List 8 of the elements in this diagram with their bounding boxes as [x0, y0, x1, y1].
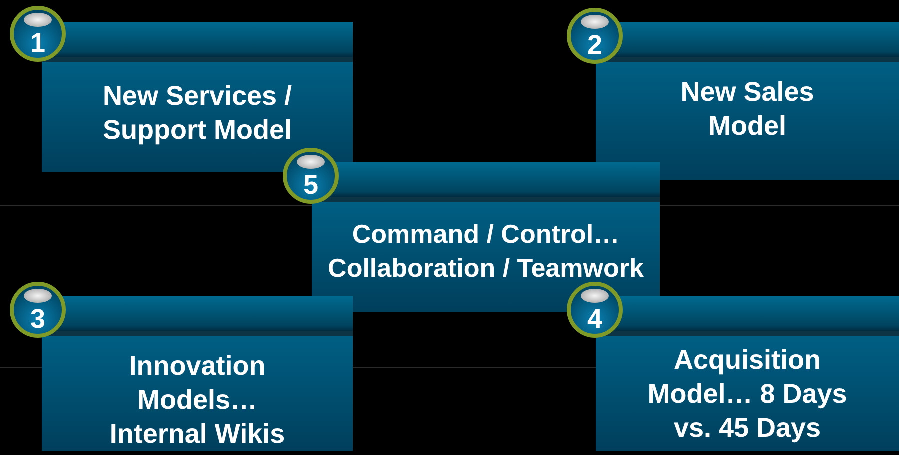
number-badge: 2 [567, 8, 623, 64]
card-title: Innovation Models… Internal Wikis [108, 350, 286, 450]
number-badge: 3 [10, 282, 66, 338]
card-title: Command / Control… Collaboration / Teamwork [327, 218, 645, 285]
number-badge: 1 [10, 6, 66, 62]
card-title: New Sales Model [680, 76, 816, 143]
card-title: Acquisition Model… 8 Days vs. 45 Days [646, 344, 848, 444]
card-title: New Services / Support Model [102, 80, 292, 147]
